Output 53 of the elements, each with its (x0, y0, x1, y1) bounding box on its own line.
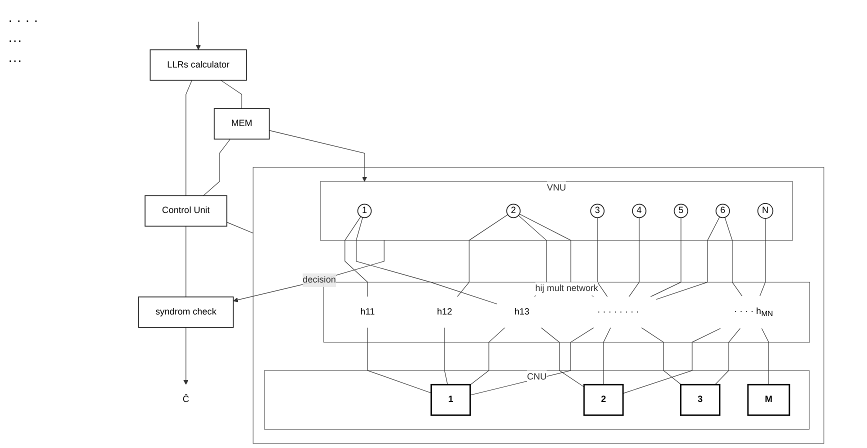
node-box: LLRs calculator (150, 49, 248, 81)
connector (597, 217, 608, 298)
connector (715, 328, 741, 385)
connector (186, 80, 192, 196)
node-circle: 1 (358, 204, 372, 218)
node-circle: 5 (674, 204, 688, 218)
arrow (233, 240, 385, 302)
arrow (196, 21, 202, 50)
ellipsis-label: ··· (8, 52, 23, 68)
node-text: Ĉ (182, 394, 190, 404)
ellipsis-label: ··· (8, 32, 23, 48)
node-text: · · · · h$_{MN}$ (734, 306, 774, 318)
connector (540, 327, 585, 388)
connector (604, 327, 612, 385)
cluster (253, 167, 824, 444)
node-box: 1 (430, 384, 472, 416)
ellipsis-label: · · · · (8, 12, 40, 28)
node-text: · · · · · · · · (598, 307, 640, 317)
connector (470, 327, 506, 386)
connector (656, 216, 720, 300)
arrow (269, 130, 368, 182)
connector (641, 327, 682, 385)
node-box: M (748, 384, 790, 416)
connector (760, 218, 766, 297)
arrow (184, 327, 189, 385)
connector (457, 214, 508, 298)
node-circle: 2 (506, 204, 521, 218)
node-box: syndrom check (138, 296, 234, 328)
connector (470, 327, 595, 396)
connector (368, 327, 432, 394)
node-box: Control Unit (144, 195, 228, 227)
connector (724, 217, 743, 297)
connector (226, 222, 254, 234)
connector (356, 217, 498, 304)
connector (203, 138, 231, 196)
connector (762, 328, 770, 385)
connector (623, 328, 722, 394)
node-circle: 6 (716, 204, 730, 218)
connector (220, 80, 242, 109)
node-box: 2 (584, 384, 624, 416)
node-text: h13 (514, 307, 530, 317)
node-box: 3 (680, 384, 721, 416)
node-circle: 3 (590, 204, 605, 218)
node-box: MEM (214, 108, 270, 140)
edge-label: decision (302, 275, 336, 285)
connector (444, 327, 448, 385)
connector (628, 217, 640, 298)
node-circle: N (758, 203, 774, 219)
connector (344, 216, 368, 298)
node-text: h12 (437, 307, 452, 317)
node-text: h11 (360, 307, 376, 317)
node-circle: 4 (632, 204, 647, 218)
connector (650, 217, 682, 298)
